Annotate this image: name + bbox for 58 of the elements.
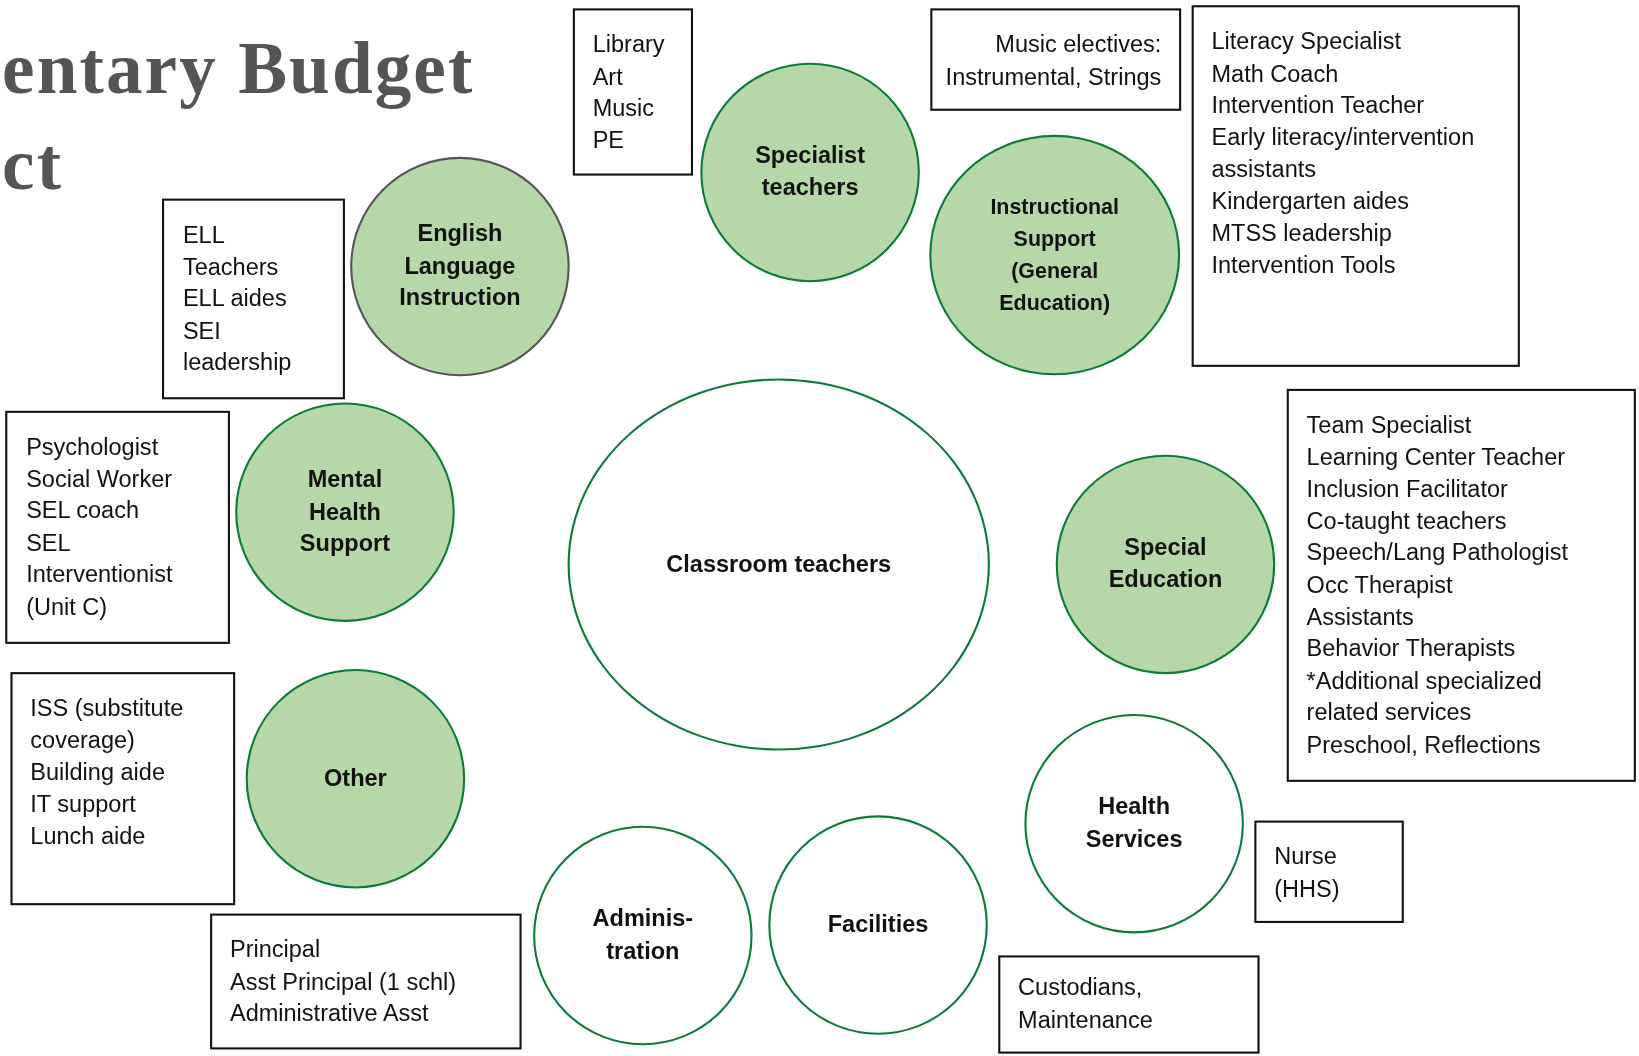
list-item: Library <box>592 30 666 60</box>
list-box <box>5 410 230 644</box>
category-circle: Health Services <box>1024 713 1244 934</box>
list-item: Lunch aide <box>30 822 147 852</box>
list-item: Music <box>592 94 656 124</box>
list-item: Early literacy/intervention assistants <box>1211 123 1476 185</box>
category-circle: Other <box>245 669 466 889</box>
list-item: Behavior Therapists <box>1306 634 1517 664</box>
list-item: Speech/Lang Pathologist <box>1306 538 1570 568</box>
list-item: Kindergarten aides <box>1211 187 1410 217</box>
list-item: Custodians, Maintenance <box>1018 973 1154 1035</box>
list-box <box>572 8 693 176</box>
list-item: Learning Center Teacher <box>1306 442 1567 472</box>
list-item: Administrative Asst <box>229 999 430 1029</box>
list-item: ELL Teachers <box>182 220 280 282</box>
list-item: Psychologist <box>26 432 160 462</box>
list-item: Occ Therapist <box>1306 570 1454 600</box>
list-item: Preschool, Reflections <box>1306 730 1542 760</box>
list-item: SEI leadership <box>182 316 293 378</box>
list-item: IT support <box>30 790 137 820</box>
list-item: Intervention Teacher <box>1211 91 1426 121</box>
category-circle: Mental Health Support <box>235 402 455 622</box>
list-box <box>1286 388 1636 782</box>
list-item: Assistants <box>1306 602 1415 632</box>
category-circle: Specialist teachers <box>700 62 920 283</box>
list-box <box>210 913 522 1050</box>
list-item: Music electives: Instrumental, Strings <box>944 30 1162 92</box>
list-item: Intervention Tools <box>1211 251 1397 281</box>
list-box <box>10 672 236 906</box>
list-item: ISS (substitute coverage) <box>30 694 185 756</box>
category-circle: Instructional Support (General Education) <box>929 134 1181 376</box>
list-item: Team Specialist <box>1306 410 1473 440</box>
list-item: Principal <box>229 935 322 965</box>
category-circle: Classroom teachers <box>567 378 990 751</box>
list-box <box>1254 820 1404 923</box>
list-item: *Additional specialized related services <box>1306 666 1543 728</box>
list-item: MTSS leadership <box>1211 219 1393 249</box>
category-circle: Facilities <box>768 815 988 1035</box>
list-item: Art <box>592 62 624 92</box>
list-item: Literacy Specialist <box>1211 27 1403 57</box>
list-box <box>1191 5 1520 367</box>
list-item: ELL aides <box>182 284 288 314</box>
list-box <box>162 198 345 400</box>
list-box <box>998 955 1260 1054</box>
category-circle: English Language Instruction <box>350 156 570 377</box>
list-item: Asst Principal (1 schl) <box>229 967 458 997</box>
category-circle: Adminis- tration <box>533 825 753 1046</box>
list-item: Co-taught teachers <box>1306 506 1508 536</box>
list-box <box>930 8 1182 111</box>
list-item: Math Coach <box>1211 59 1340 89</box>
list-item: Social Worker <box>26 464 174 494</box>
list-item: SEL Interventionist (Unit C) <box>26 528 174 622</box>
list-item: Nurse (HHS) <box>1274 842 1341 904</box>
list-item: Inclusion Facilitator <box>1306 474 1509 504</box>
list-item: SEL coach <box>26 496 140 526</box>
category-circle: Special Education <box>1055 454 1276 675</box>
list-item: Building aide <box>30 758 166 788</box>
list-item: PE <box>592 126 626 156</box>
